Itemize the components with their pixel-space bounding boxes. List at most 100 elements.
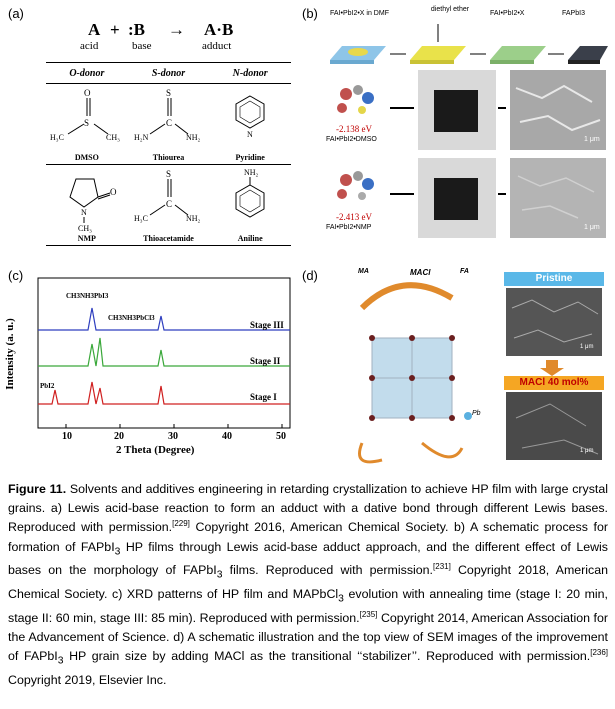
svg-text:S: S [166,88,171,98]
series-stage-i [38,381,290,405]
label-base: base [132,40,152,52]
svg-text:C: C [166,199,172,209]
header-n-donor: N-donor [232,67,268,79]
label-acid: acid [80,40,99,52]
mol-name: DMSO [74,153,99,162]
maci-lattice [358,272,604,464]
svg-text:O: O [110,187,117,197]
svg-text:NH₂: NH₂ [186,133,201,142]
reaction-ab: A·B [204,20,234,39]
caption-text: Copyright 2014, American Association for… [8,610,608,664]
svg-text:N: N [81,208,87,217]
ref-229[interactable]: [229] [172,519,190,529]
step2-label: diethyl ether [430,6,470,13]
caption-text: Solvents and additives engineering in re… [8,482,608,535]
figure-number: Figure 11. [8,482,67,496]
panel-a-label: (a) [8,6,24,21]
svg-text:NH₂: NH₂ [186,214,201,223]
scale-bar-label: 1 μm [580,448,594,454]
svg-text:S: S [166,169,171,179]
plot-frame [37,277,291,429]
ma-label: MA [358,268,369,275]
ref-235[interactable]: [235] [359,609,378,619]
energy-dmso: -2.138 eV [336,124,372,134]
mol-name: Thioacetamide [143,234,194,243]
pyridine-structure: N [235,95,265,139]
svg-text:CH₃: CH₃ [78,224,92,233]
energy-nmp: -2.413 eV [336,212,372,222]
header-s-donor: S-donor [151,67,186,79]
nmp-structure: O N CH₃ [69,178,117,233]
subscript: 3 [338,593,344,605]
x-axis-title: 2 Theta (Degree) [116,444,195,456]
header-o-donor: O-donor [69,67,105,79]
reaction-plus: + [110,20,120,39]
scale-bar-label: 1 μm [580,344,594,350]
caption-text: HP films through Lewis acid-base adduct … [8,539,608,578]
cell-aniline: NH₂ Aniline [209,165,291,245]
caption-text: HP grain size by adding MACl as the tran… [63,649,591,664]
panel-d-label: (d) [302,268,318,283]
scale-bar-label: 1 μm [584,224,600,231]
mol-name: Thiourea [152,153,185,162]
stage-label: Stage II [250,356,281,366]
ref-231[interactable]: [231] [433,562,451,572]
xtick: 40 [222,431,232,442]
stage-label: Stage III [250,320,284,330]
peak-label-mapbi3: CH3NH3PbI3 [66,292,109,300]
reaction-arrow: → [168,20,185,39]
panel-a-lewis-table: (a) A + :B → A·B acid base adduct O-dono… [8,6,298,256]
mol-name: Aniline [237,234,263,243]
cell-nmp: O N CH₃ NMP [46,165,128,245]
adduct-nmp-label: FAI•PbI2•NMP [326,224,372,231]
svg-text:NH₂: NH₂ [244,168,259,177]
caption-text: films. Reproduced with permission. [222,563,434,578]
series-stage-ii [38,337,290,367]
aniline-structure: NH₂ [235,168,265,218]
xtick: 10 [62,431,72,442]
pristine-label: Pristine [535,273,573,284]
svg-text:O: O [84,88,91,98]
series-stage-iii [38,307,290,331]
caption-text: Copyright 2018, American Chemical Societ… [8,563,609,601]
subscript: 3 [114,546,121,558]
maci40-label: MACl 40 mol% [519,377,589,388]
subscript: 3 [216,569,223,581]
stage-label: Stage I [250,392,277,402]
xtick: 30 [168,431,178,442]
svg-text:H₃C: H₃C [50,133,64,142]
peak-label-pbi2: PbI2 [40,382,55,390]
caption-text: Copyright 2019, Elsevier Inc. [8,672,167,687]
xrd-plot [37,277,291,429]
reaction-b: :B [128,20,145,39]
caption-text: evolution with annealing time (stage I: … [8,586,608,625]
fa-label: FA [460,268,469,275]
xtick: 20 [114,431,124,442]
adduct-dmso-label: FAI•PbI2•DMSO [326,136,377,143]
y-axis-title: Intensity (a. u.) [3,318,16,390]
mol-name: NMP [77,234,96,243]
maci-label: MACl [410,268,431,277]
peak-label-mapbcl3: CH3NH3PbCl3 [108,314,155,322]
mol-name: Pyridine [235,153,265,162]
ref-236[interactable]: [236] [590,647,609,657]
panel-d-maci-schematic: (d) MA MACl FA Pb Pristine MACl 40 mol% … [302,268,608,468]
panel-b-adduct-process: (b) FAI•PbI2•X in DMF diethyl ether FAI•… [302,6,608,256]
figure-caption: Figure 11. Solvents and additives engine… [8,480,608,690]
donor-table-header: O-donor S-donor N-donor [46,63,291,84]
panel-c-label: (c) [8,268,24,283]
step3-label: FAI•PbI2•X [490,10,525,17]
cell-pyridine: N Pyridine [209,84,291,164]
svg-text:H₂N: H₂N [134,133,149,142]
step4-label: FAPbI3 [562,10,585,17]
svg-text:N: N [247,130,253,139]
svg-text:CH₃: CH₃ [106,133,120,142]
caption-text: Copyright 2016, American Chemical Societ… [8,520,608,554]
